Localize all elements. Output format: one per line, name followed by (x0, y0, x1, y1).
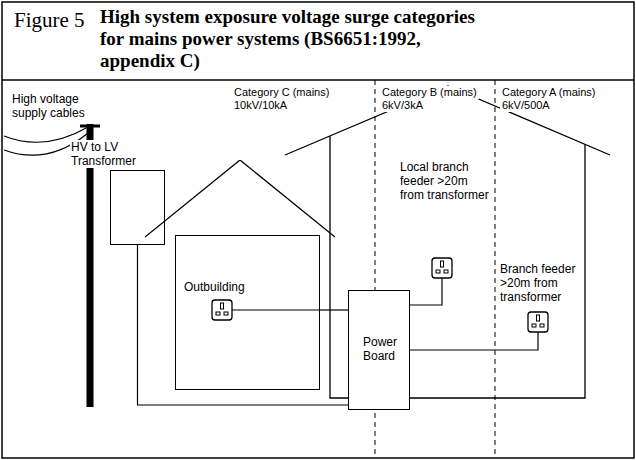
category-rating: 6kV/3kA (380, 99, 425, 112)
category-boundary (495, 80, 496, 458)
category-name: Category A (mains) (500, 86, 598, 99)
outbuilding: Outbuilding (145, 160, 335, 392)
outbuilding-outline (145, 160, 335, 392)
branch-wire (410, 278, 442, 305)
branch-wire (410, 332, 538, 350)
category-name: Category B (mains) (380, 86, 479, 99)
socket-symbol (528, 312, 548, 332)
wire (138, 245, 349, 405)
node-label: HV to LV Transformer (70, 140, 162, 168)
feeder-note: Branch feeder >20m from transformer (500, 262, 604, 304)
node-label: Power Board (363, 335, 405, 363)
title-rule (2, 79, 634, 81)
figure-title: High system exposure voltage surge categ… (100, 6, 480, 72)
outbuilding-walls: Outbuilding (175, 235, 320, 390)
figure-number: Figure 5 (14, 8, 85, 32)
category-rating: 6kV/500A (500, 99, 552, 112)
pole-crossbar (80, 125, 100, 128)
category-name: Category C (mains) (232, 86, 331, 99)
wire (320, 309, 348, 310)
node-label: Outbuilding (184, 280, 313, 294)
feeder-note: Local branch feeder >20m from transforme… (400, 160, 492, 202)
socket-wire (232, 309, 320, 310)
cable-label: High voltage supply cables (12, 92, 94, 120)
transformer-box: HV to LV Transformer (70, 140, 165, 168)
socket-symbol (212, 300, 232, 320)
socket-symbol (432, 258, 452, 278)
main-building-roof (285, 86, 610, 155)
category-rating: 10kV/10kA (232, 99, 289, 112)
transformer-outline (110, 170, 165, 245)
power-board: Power Board (348, 290, 410, 410)
